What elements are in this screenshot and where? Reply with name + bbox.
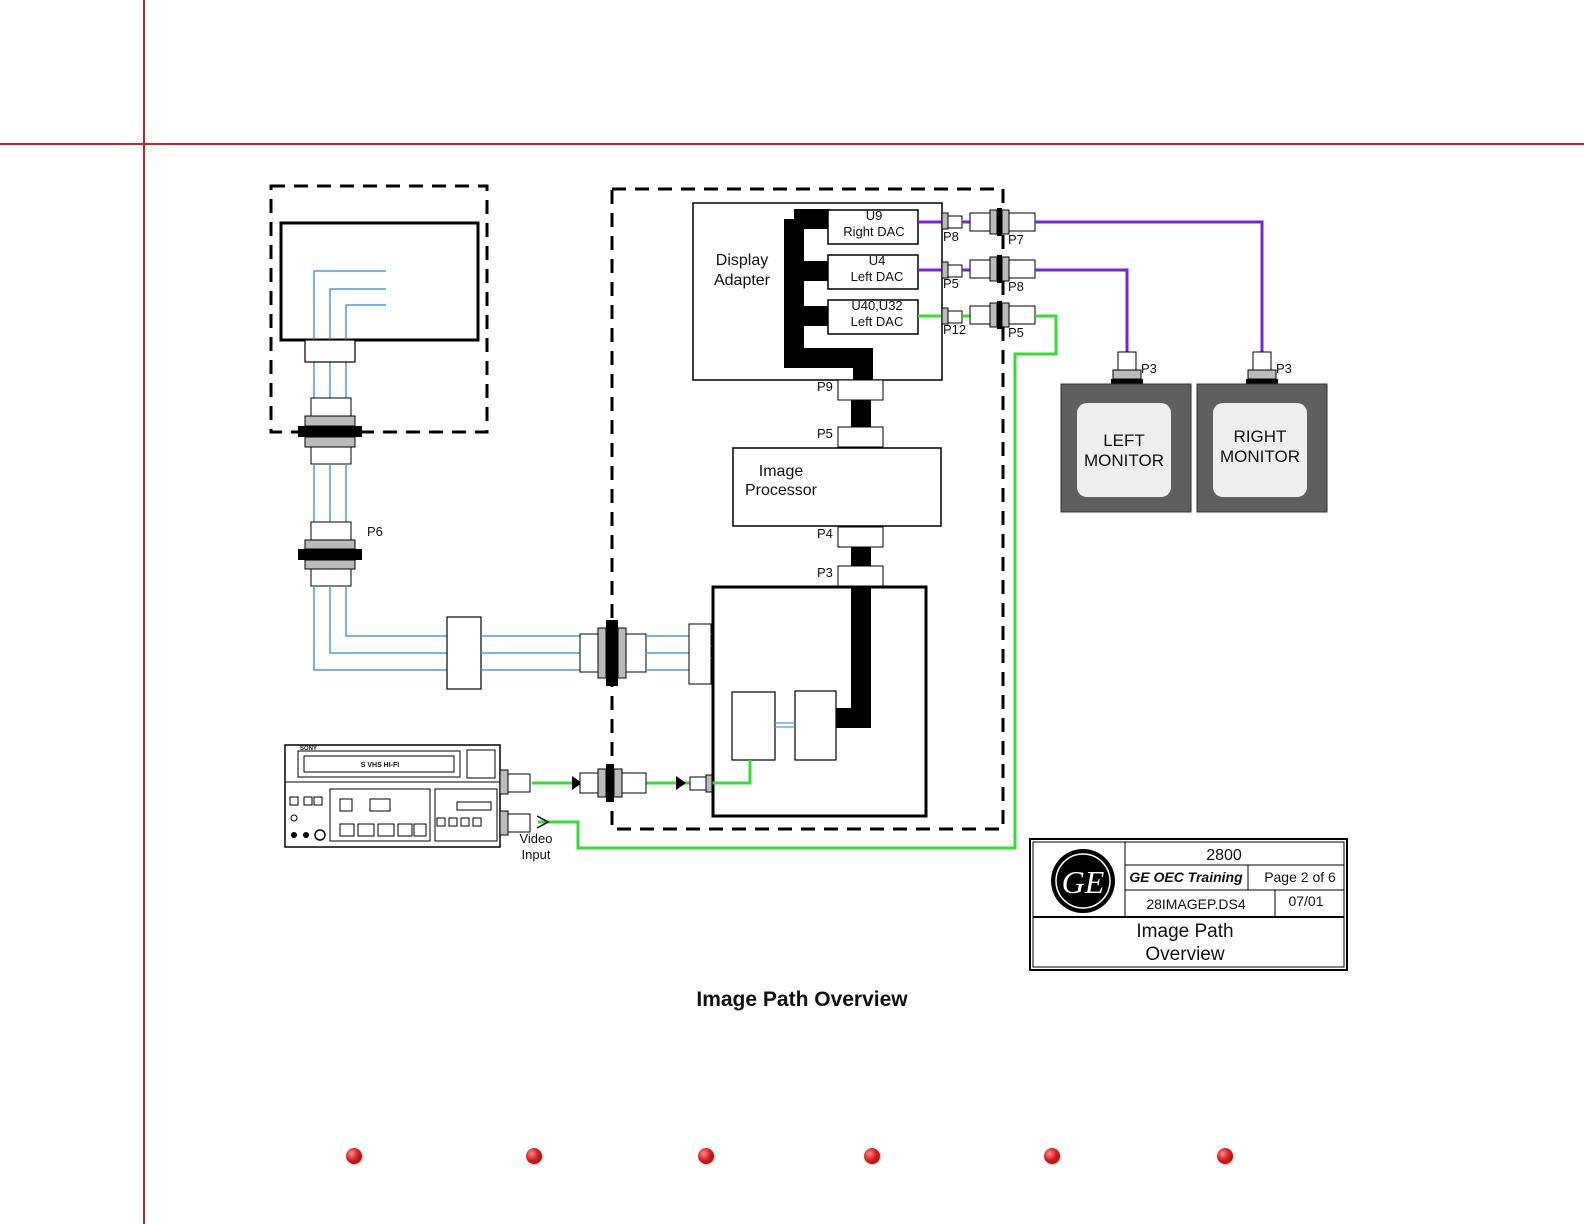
- p4-label: P4: [817, 526, 833, 541]
- vcr-model: S VHS HI-FI: [361, 762, 400, 769]
- fiber-connector-p6: [298, 522, 362, 586]
- bullet-dot-3: [698, 1148, 714, 1164]
- title-file: 28IMAGEP.DS4: [1146, 896, 1246, 912]
- bullet-dot-2: [526, 1148, 542, 1164]
- bullet-dot-6: [1217, 1148, 1233, 1164]
- p5-a-label: P5: [943, 276, 959, 291]
- right-dac-label: Right DAC: [843, 224, 904, 239]
- p5-b-label: P5: [1008, 325, 1024, 340]
- u9-label: U9: [866, 208, 883, 223]
- video-input-label-1: Video: [519, 831, 552, 846]
- p3-left-monitor-label: P3: [1141, 361, 1157, 376]
- title-model: 2800: [1206, 847, 1242, 864]
- p8-a-label: P8: [943, 229, 959, 244]
- vcr-brand: SONY: [300, 746, 317, 752]
- p3-right-monitor-label: P3: [1276, 361, 1292, 376]
- fiber-junction: [447, 617, 481, 689]
- p6-label: P6: [367, 524, 383, 539]
- ge-logo-text: GE: [1062, 864, 1105, 900]
- left-monitor-label-1: LEFT: [1103, 431, 1145, 450]
- fiber-connector-upper: [298, 398, 362, 464]
- screen-connector: [305, 340, 355, 362]
- p12-label: P12: [943, 322, 966, 337]
- left-dac-2-label: Left DAC: [851, 314, 904, 329]
- right-monitor-label-1: RIGHT: [1234, 427, 1287, 446]
- bullet-dot-1: [346, 1148, 362, 1164]
- p3-a-label: P3: [817, 565, 833, 580]
- title-course: GE OEC Training: [1129, 869, 1243, 885]
- title-page: Page 2 of 6: [1264, 869, 1336, 885]
- p7-label: P7: [1008, 232, 1024, 247]
- video-input-label-2: Input: [522, 847, 551, 862]
- board-module-a: [732, 692, 775, 760]
- left-monitor-cable: [1035, 270, 1127, 352]
- u40-u32-label: U40,U32: [851, 298, 902, 313]
- processor-fiber-port: [689, 624, 711, 684]
- title-date: 07/01: [1288, 893, 1323, 909]
- p9-label: P9: [817, 379, 833, 394]
- left-dac-label: Left DAC: [851, 269, 904, 284]
- u4-label: U4: [869, 253, 886, 268]
- display-adapter-label-2: Adapter: [714, 272, 771, 289]
- p8-b-label: P8: [1008, 279, 1024, 294]
- video-bulkhead-connector: [580, 764, 712, 802]
- title-name-1: Image Path: [1136, 921, 1233, 942]
- bullet-dot-4: [864, 1148, 880, 1164]
- screen-box: [281, 223, 478, 340]
- figure-caption: Image Path Overview: [0, 988, 1584, 1012]
- board-module-b: [795, 691, 836, 760]
- right-monitor-label-2: MONITOR: [1220, 447, 1300, 466]
- vcr-video-out-jack: [500, 770, 508, 794]
- right-monitor-cable: [1035, 222, 1262, 352]
- image-processor-label-1: Image: [759, 463, 804, 480]
- bullet-dot-5: [1044, 1148, 1060, 1164]
- title-name-2: Overview: [1145, 944, 1224, 965]
- display-adapter-label-1: Display: [716, 252, 768, 269]
- image-processor-label-2: Processor: [745, 482, 818, 499]
- vcr-unit: [285, 745, 530, 847]
- p5-c-label: P5: [817, 426, 833, 441]
- workstation-enclosure: [271, 186, 487, 432]
- vcr-video-in-jack: [500, 811, 508, 835]
- left-monitor-label-2: MONITOR: [1084, 451, 1164, 470]
